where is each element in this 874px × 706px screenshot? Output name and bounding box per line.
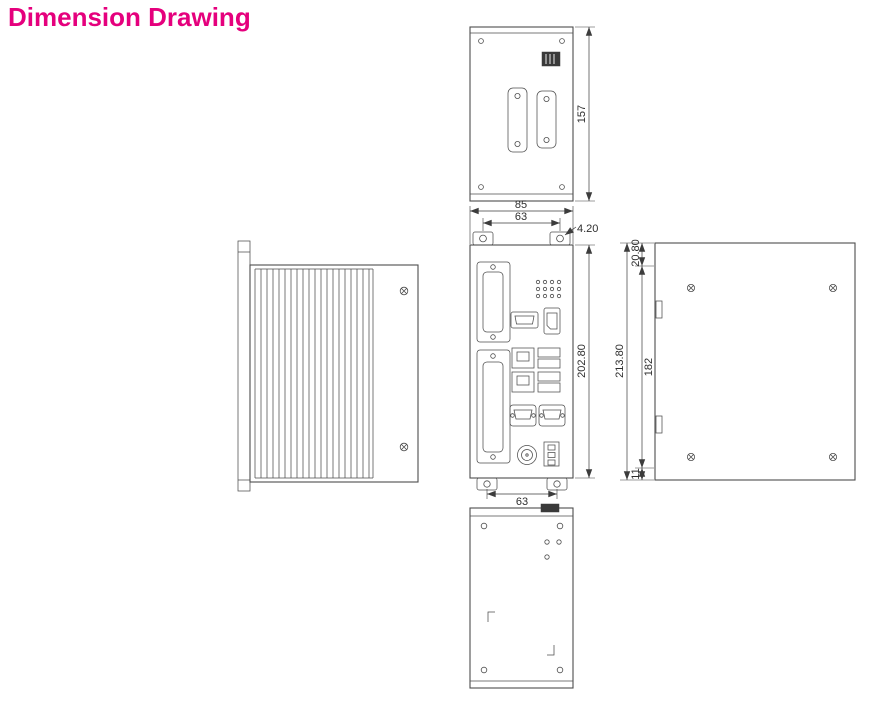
displayport-connector <box>543 307 561 335</box>
bottom-mounting-ears <box>476 477 568 491</box>
bottom-connector-icon <box>540 503 560 513</box>
terminal-block-connector <box>543 441 560 467</box>
dim-label-85: 85 <box>515 199 527 211</box>
side-view-screws <box>687 283 838 461</box>
side-vent-slots <box>655 300 663 434</box>
page-title: Dimension Drawing <box>8 2 251 32</box>
dim-label-11: 11 <box>630 468 642 479</box>
dim-side-body-height: 182 <box>638 265 655 469</box>
serial-ports <box>509 404 566 427</box>
dim-label-213-80: 213.80 <box>614 344 626 378</box>
led-indicators <box>535 279 562 299</box>
dvi-connector <box>510 311 539 329</box>
dim-label-157: 157 <box>576 105 588 123</box>
heatsink-fins <box>254 268 374 479</box>
dim-front-width: 85 <box>469 199 574 244</box>
left-view <box>237 240 419 492</box>
wall-mount-flange <box>237 240 251 492</box>
dim-front-bottom-span: 63 <box>486 489 558 508</box>
dim-label-20-80: 20.80 <box>630 239 642 267</box>
dim-label-63-top: 63 <box>515 211 527 223</box>
bottom-view <box>469 503 574 689</box>
dim-label-4-20: 4.20 <box>577 223 598 235</box>
dim-front-hole-span: 63 <box>482 211 561 231</box>
lan-usb-ports <box>511 347 561 393</box>
din-mount-plates <box>507 87 557 153</box>
dim-label-202-80: 202.80 <box>576 344 588 378</box>
power-connector <box>517 445 537 465</box>
dim-label-63-bottom: 63 <box>516 496 528 508</box>
dim-side-bottom-offset: 11 <box>630 467 654 481</box>
bottom-view-screws <box>480 522 564 674</box>
dim-front-hole-offset: 4.20 <box>564 223 598 236</box>
dim-side-top-offset: 20.80 <box>630 239 654 267</box>
front-view: 85 63 4.20 202.80 <box>469 199 598 508</box>
top-mounting-ears <box>472 231 571 246</box>
terminal-connector-icon <box>541 51 561 67</box>
dim-top-depth: 157 <box>575 26 595 202</box>
bottom-corner-marks <box>487 611 555 656</box>
dim-front-height: 202.80 <box>575 244 595 479</box>
left-view-screws <box>399 286 409 452</box>
dim-label-182: 182 <box>643 358 655 376</box>
top-view: 157 <box>469 26 595 202</box>
side-view: 213.80 20.80 182 11 <box>614 239 856 481</box>
expansion-slot-covers <box>476 261 511 464</box>
dim-side-total-height: 213.80 <box>614 242 654 481</box>
top-view-corner-screws <box>478 38 565 190</box>
